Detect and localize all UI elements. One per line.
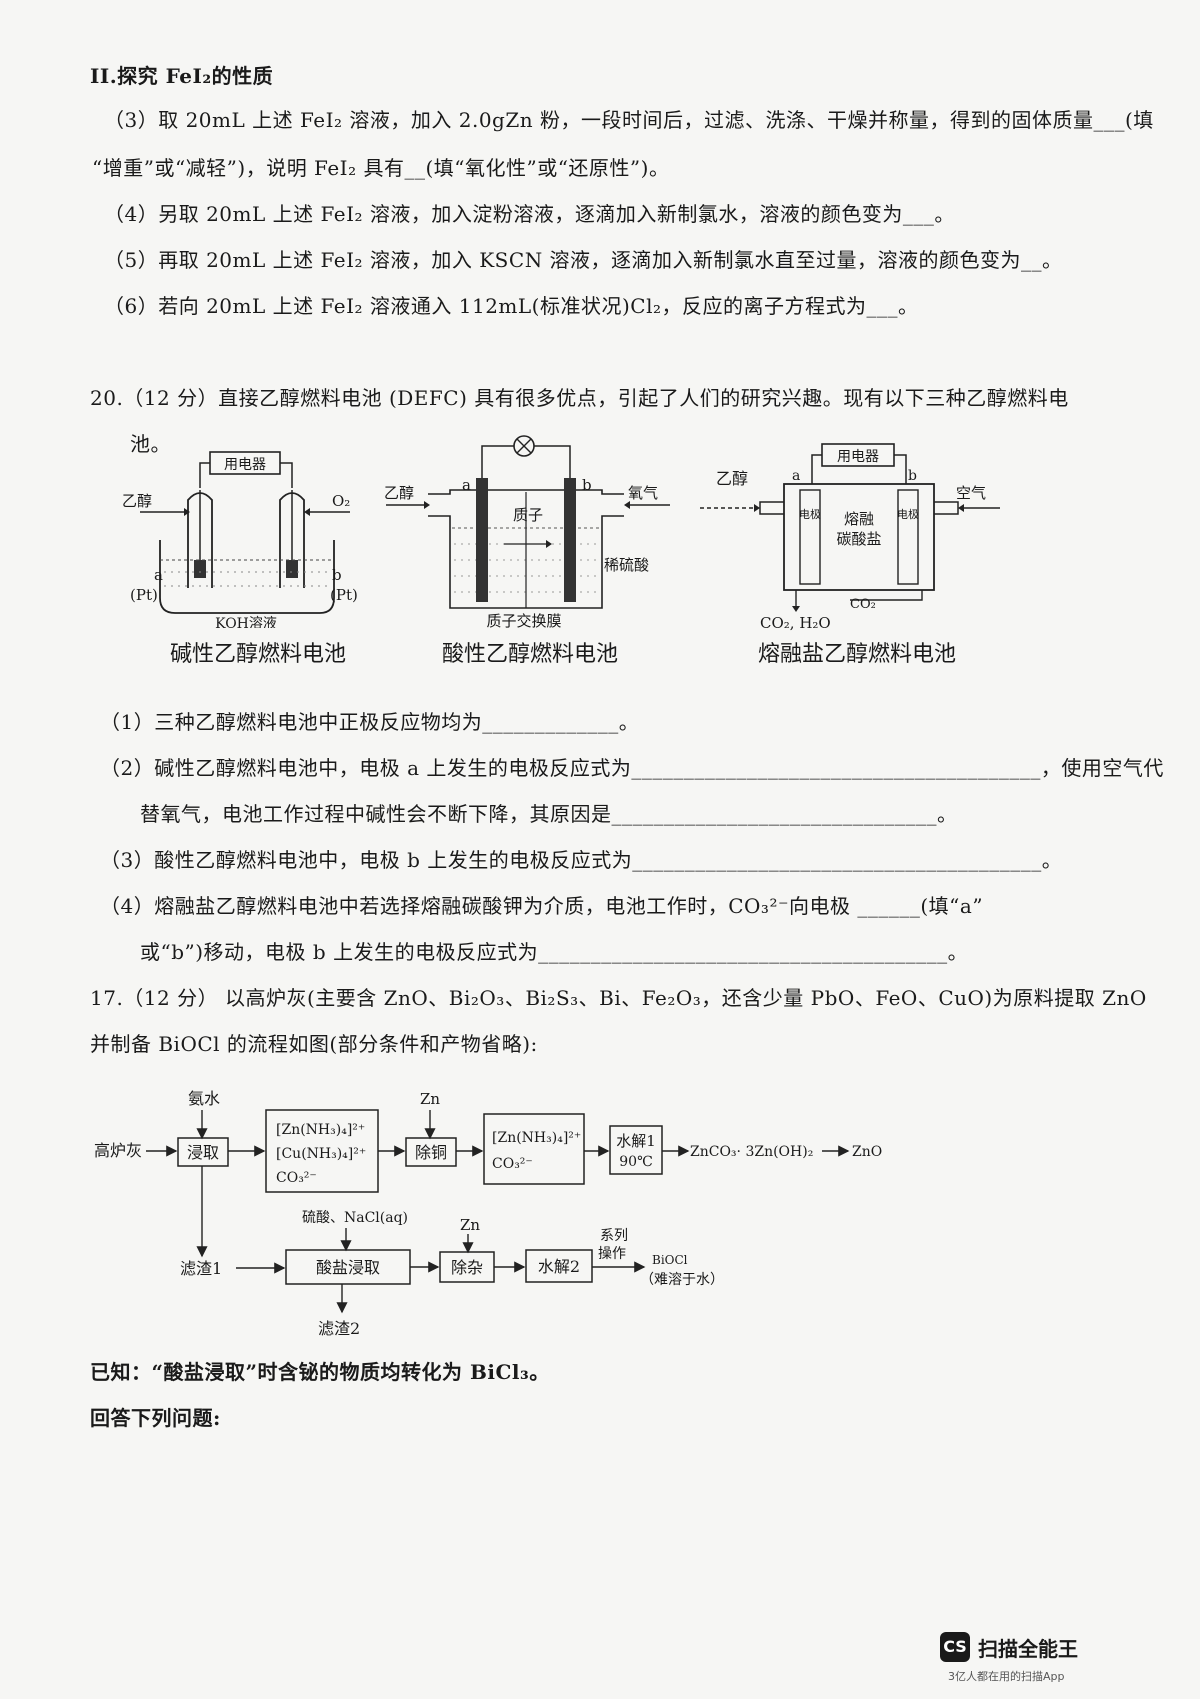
q3-line2: “增重”或“减轻”)，说明 FeI₂ 具有__(填“氧化性”或“还原性”)。 <box>92 156 670 180</box>
device-label: 用电器 <box>837 449 879 465</box>
basic-zinc-carbonate-label: ZnCO₃· 3Zn(OH)₂ <box>690 1144 813 1160</box>
process-flowchart: 高炉灰 氨水 浸取 [Zn(NH₃)₄]²⁺ [Cu(NH₃)₄]²⁺ CO₃²… <box>94 1089 882 1338</box>
electrode-a-label: a <box>462 476 471 494</box>
molten-cell-caption: 熔融盐乙醇燃料电池 <box>758 642 957 667</box>
electrode-a-text: 电极 <box>799 507 821 521</box>
leach-box <box>177 1137 229 1167</box>
electrode-a-label: a <box>154 566 163 584</box>
electrode-b-label: b <box>582 476 592 494</box>
complex-cu-label: [Cu(NH₃)₄]²⁺ <box>276 1146 366 1162</box>
watermark-name: 扫描全能王 <box>978 1637 1078 1661</box>
biocl-product-label: BiOCl <box>652 1253 688 1267</box>
fuel-label: 乙醇 <box>122 492 152 510</box>
electrode-b-text: 电极 <box>897 507 919 521</box>
device-label: 用电器 <box>224 457 266 473</box>
electrode-a-label: a <box>792 468 800 484</box>
electrode-a-material: (Pt) <box>130 586 158 604</box>
q5-text: （5）再取 20mL 上述 FeI₂ 溶液，加入 KSCN 溶液，逐滴加入新制氯… <box>104 248 1063 272</box>
electrode-a <box>476 478 488 602</box>
q20-sub4-line2: 或“b”)移动，电极 b 上发生的电极反应式为_________________… <box>140 940 969 964</box>
ion-label: 质子 <box>513 506 543 524</box>
zn-reagent-label: Zn <box>420 1090 440 1108</box>
electrolyte-label-line2: 碳酸盐 <box>836 530 881 548</box>
decopper-box <box>405 1137 457 1167</box>
electrolyte-label: KOH溶液 <box>215 616 277 628</box>
acidic-cell-caption: 酸性乙醇燃料电池 <box>442 642 619 667</box>
q20-intro-line2: 池。 <box>130 432 171 456</box>
purify-label: 除杂 <box>451 1258 483 1277</box>
oxidant-label: 氧气 <box>628 484 658 502</box>
part2-heading: II.探究 FeI₂的性质 <box>90 64 274 88</box>
molten-salt-cell-diagram: 用电器 电极 电极 熔融 碳酸盐 乙醇 空气 a b CO₂ CO₂, H₂O <box>700 443 1000 632</box>
decopper-label: 除铜 <box>415 1143 447 1162</box>
q20-sub2-line1: （2）碱性乙醇燃料电池中，电极 a 上发生的电极反应式为____________… <box>100 756 1164 780</box>
q20-sub3: （3）酸性乙醇燃料电池中，电极 b 上发生的电极反应式为____________… <box>100 848 1063 872</box>
hydrolysis1-label: 水解1 <box>616 1132 656 1150</box>
carbonate2-label: CO₃²⁻ <box>492 1156 533 1172</box>
electrode-a <box>194 560 206 578</box>
hydrolysis1-temp: 90℃ <box>619 1154 652 1170</box>
residue2-label: 滤渣2 <box>318 1319 360 1338</box>
q6-text: （6）若向 20mL 上述 FeI₂ 溶液通入 112mL(标准状况)Cl₂，反… <box>104 294 919 318</box>
electrode-b-material: (Pt) <box>330 586 358 604</box>
oxidant-label: 空气 <box>956 484 986 502</box>
alkaline-cell-caption: 碱性乙醇燃料电池 <box>170 642 347 667</box>
zn-reagent2-label: Zn <box>460 1216 480 1234</box>
electrode-b <box>286 560 298 578</box>
complex-zn-label: [Zn(NH₃)₄]²⁺ <box>276 1122 365 1138</box>
known-condition: 已知：“酸盐浸取”时含铋的物质均转化为 BiCl₃。 <box>90 1360 550 1384</box>
q3-line1: （3）取 20mL 上述 FeI₂ 溶液，加入 2.0gZn 粉，一段时间后，过… <box>104 108 1154 132</box>
carbonate-label: CO₃²⁻ <box>276 1170 317 1186</box>
electrode-a <box>799 489 821 585</box>
ammonia-label: 氨水 <box>188 1089 220 1108</box>
leach-label: 浸取 <box>187 1143 219 1162</box>
insoluble-note: （难溶于水） <box>640 1272 724 1288</box>
oxidant-label: O₂ <box>332 492 350 510</box>
co2-recycle-label: CO₂ <box>850 597 876 612</box>
residue1-label: 滤渣1 <box>180 1259 222 1278</box>
hydrolysis2-label: 水解2 <box>538 1257 580 1276</box>
fuel-label: 乙醇 <box>716 469 748 488</box>
fuel-label: 乙醇 <box>384 484 414 502</box>
watermark-tagline: 3亿人都在用的扫描App <box>948 1670 1065 1683</box>
hydrolysis2-box <box>525 1249 593 1283</box>
alkaline-cell-diagram: 用电器 乙醇 O₂ a (Pt) b (Pt) KOH溶液 <box>122 451 358 628</box>
q17-intro-line1: 17.（12 分） 以高炉灰(主要含 ZnO、Bi₂O₃、Bi₂S₃、Bi、Fe… <box>90 986 1147 1010</box>
q20-intro-line1: 20.（12 分）直接乙醇燃料电池 (DEFC) 具有很多优点，引起了人们的研究… <box>90 386 1069 410</box>
answer-prompt: 回答下列问题: <box>90 1406 221 1430</box>
membrane-label: 质子交换膜 <box>486 612 561 630</box>
series-ops-label-2: 操作 <box>598 1246 626 1262</box>
q4-text: （4）另取 20mL 上述 FeI₂ 溶液，加入淀粉溶液，逐滴加入新制氯水，溶液… <box>104 202 955 226</box>
electrode-b-label: b <box>908 468 917 484</box>
electrode-b-label: b <box>332 566 342 584</box>
acidic-cell-diagram: 质子 乙醇 氧气 a b 稀硫酸 质子交换膜 <box>384 435 670 630</box>
hydrolysis1-box <box>609 1125 663 1175</box>
q20-sub2-line2: 替氧气，电池工作过程中碱性会不断下降，其原因是_________________… <box>140 802 958 826</box>
acid-reagents-label: 硫酸、NaCl(aq) <box>302 1210 408 1226</box>
products-label: CO₂, H₂O <box>760 614 831 632</box>
series-ops-label-1: 系列 <box>600 1228 628 1244</box>
zinc-complex-box <box>483 1113 585 1185</box>
acid-leach-label: 酸盐浸取 <box>316 1258 380 1277</box>
q20-sub1: （1）三种乙醇燃料电池中正极反应物均为_____________。 <box>100 710 640 734</box>
scanner-watermark: CS 扫描全能王 3亿人都在用的扫描App <box>940 1630 1150 1690</box>
camscanner-icon: CS <box>940 1632 970 1662</box>
zno-product-label: ZnO <box>852 1144 882 1160</box>
electrode-b <box>564 478 576 602</box>
electrode-b <box>897 489 919 585</box>
electrolyte-label-line1: 熔融 <box>844 510 874 528</box>
raw-material-label: 高炉灰 <box>94 1141 142 1160</box>
q20-sub4-line1: （4）熔融盐乙醇燃料电池中若选择熔融碳酸钾为介质，电池工作时，CO₃²⁻向电极 … <box>100 894 984 918</box>
complex-zn2-label: [Zn(NH₃)₄]²⁺ <box>492 1130 581 1146</box>
electrolyte-label: 稀硫酸 <box>604 556 649 574</box>
q17-intro-line2: 并制备 BiOCl 的流程如图(部分条件和产物省略): <box>90 1032 538 1056</box>
